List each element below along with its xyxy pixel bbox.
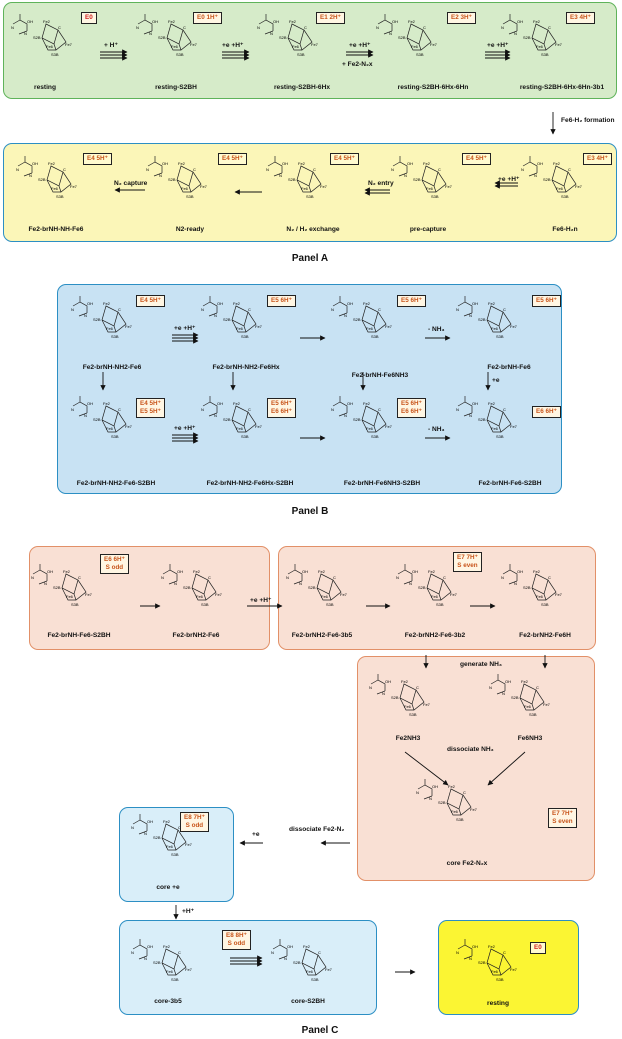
badge-a1: E0 xyxy=(81,12,97,24)
badge-c4: E7 7H⁺S even xyxy=(453,552,482,572)
badge-a3: E1 2H⁺ xyxy=(316,12,345,24)
badge-c1-line2: S odd xyxy=(105,564,124,571)
arrow-label-a9-8: N₂ entry xyxy=(368,180,394,187)
state-label-c6: Fe2NH3 xyxy=(395,735,421,742)
badge-c9: E8 7H⁺S odd xyxy=(180,812,209,832)
badge-c8: E7 7H⁺S even xyxy=(548,808,577,828)
panel-c-title: Panel C xyxy=(301,1025,339,1036)
arrow-label-b56: +e +H⁺ xyxy=(174,425,196,432)
badge-b5-line1: E4 5H⁺ xyxy=(140,400,161,407)
state-label-c12: resting xyxy=(487,1000,509,1007)
badge-b6-line1: E5 6H⁺ xyxy=(271,400,292,407)
state-label-b4: Fe2-brNH-Fe6 xyxy=(487,364,531,371)
panel-b-box xyxy=(57,284,562,494)
badge-b7: E5 6H⁺E6 6H⁺ xyxy=(397,398,426,418)
badge-a5: E3 4H⁺ xyxy=(566,12,595,24)
state-label-a5: resting-S2BH-6Hx-6Hn-3b1 xyxy=(519,84,605,91)
state-label-a4: resting-S2BH-6Hx-6Hn xyxy=(397,84,469,91)
arrow-label-c-dissociate-nh3: dissociate NH₃ xyxy=(447,746,494,753)
badge-b7-line2: E6 6H⁺ xyxy=(401,408,422,415)
state-label-b5: Fe2-brNH-NH2-Fe6-S2BH xyxy=(76,480,156,487)
badge-b3: E5 6H⁺ xyxy=(397,295,426,307)
state-label-a10: Fe6-H₂n xyxy=(552,226,578,233)
state-label-b8: Fe2-brNH-Fe6-S2BH xyxy=(478,480,542,487)
arrow-label-a34-bottom: + Fe2-N₂x xyxy=(342,61,373,68)
badge-b7-line1: E5 6H⁺ xyxy=(401,400,422,407)
arrow-label-a7-6: N₂ capture xyxy=(114,180,148,187)
badge-c8-line1: E7 7H⁺ xyxy=(552,810,573,817)
state-label-c5: Fe2-brNH2-Fe6H xyxy=(519,632,571,639)
state-label-a6: Fe2-brNH-NH-Fe6 xyxy=(28,226,84,233)
state-label-c2: Fe2-brNH2-Fe6 xyxy=(172,632,220,639)
badge-a8: E4 5H⁺ xyxy=(330,153,359,165)
badge-c4-line2: S even xyxy=(457,562,478,569)
arrow-label-a12: + H⁺ xyxy=(104,42,118,49)
badge-a2: E0 1H⁺ xyxy=(193,12,222,24)
state-label-b7: Fe2-brNH-Fe6NH3-S2BH xyxy=(343,480,421,487)
badge-c10-line1: E8 8H⁺ xyxy=(226,932,247,939)
badge-a9: E4 5H⁺ xyxy=(462,153,491,165)
state-label-c1: Fe2-brNH-Fe6-S2BH xyxy=(47,632,111,639)
state-label-b2: Fe2-brNH-NH2-Fe6Hx xyxy=(212,364,280,371)
state-label-a8: N₂ / H₂ exchange xyxy=(286,226,340,233)
arrow-label-a45: +e +H⁺ xyxy=(487,42,509,49)
badge-c12: E0 xyxy=(530,942,546,954)
arrow-label-c-e: +e xyxy=(252,831,260,838)
state-label-a9: pre-capture xyxy=(409,226,447,233)
badge-b1: E4 5H⁺ xyxy=(136,295,165,307)
badge-b2: E5 6H⁺ xyxy=(267,295,296,307)
arrow-label-b12: +e +H⁺ xyxy=(174,325,196,332)
state-label-c11: core-S2BH xyxy=(291,998,325,1005)
badge-c4-line1: E7 7H⁺ xyxy=(457,554,478,561)
arrow-label-b78: - NH₃ xyxy=(428,426,445,433)
arrow-label-c23: +e +H⁺ xyxy=(250,597,272,604)
arrow-label-b48: +e xyxy=(492,377,500,384)
arrow-label-a23: +e +H⁺ xyxy=(222,42,244,49)
badge-c9-line2: S odd xyxy=(185,822,204,829)
state-label-c3: Fe2-brNH2-Fe6-3b5 xyxy=(291,632,353,639)
arrow-label-c-h: +H⁺ xyxy=(182,908,195,915)
state-label-a2: resting-S2BH xyxy=(155,84,197,91)
badge-c1: E6 6H⁺S odd xyxy=(100,554,129,574)
state-label-a7: N2-ready xyxy=(175,226,205,233)
badge-b5-line2: E5 5H⁺ xyxy=(140,408,161,415)
state-label-c7: Fe6NH3 xyxy=(517,735,543,742)
badge-c9-line1: E8 7H⁺ xyxy=(184,814,205,821)
panel-b-title: Panel B xyxy=(291,506,329,517)
badge-a6: E4 5H⁺ xyxy=(83,153,112,165)
panel-a-title: Panel A xyxy=(291,253,329,264)
state-label-c9: core +e xyxy=(156,884,180,891)
badge-c10-line2: S odd xyxy=(227,940,246,947)
badge-c8-line2: S even xyxy=(552,818,573,825)
state-label-c10: core-3b5 xyxy=(154,998,182,1005)
state-label-c4: Fe2-brNH2-Fe6-3b2 xyxy=(404,632,466,639)
badge-c1-line1: E6 6H⁺ xyxy=(104,556,125,563)
state-label-b3: Fe2-brNH-Fe6NH3 xyxy=(351,372,409,379)
badge-a10: E3 4H⁺ xyxy=(583,153,612,165)
badge-a7: E4 5H⁺ xyxy=(218,153,247,165)
arrow-label-a34-top: +e +H⁺ xyxy=(349,42,371,49)
badge-b4: E5 6H⁺ xyxy=(532,295,561,307)
state-label-b1: Fe2-brNH-NH2-Fe6 xyxy=(82,364,142,371)
panel-c-nh3-box xyxy=(357,656,595,881)
state-label-a3: resting-S2BH-6Hx xyxy=(273,84,331,91)
badge-b6: E5 6H⁺E6 6H⁺ xyxy=(267,398,296,418)
badge-a4: E2 3H⁺ xyxy=(447,12,476,24)
arrow-label-c-generate: generate NH₃ xyxy=(460,661,502,668)
arrow-label-b34: - NH₃ xyxy=(428,326,445,333)
badge-b8: E6 6H⁺ xyxy=(532,406,561,418)
arrow-label-c-dissociate-fe2: dissociate Fe2-N₂ xyxy=(289,826,345,833)
state-label-c8: core Fe2-N₂x xyxy=(446,860,488,867)
state-label-a1: resting xyxy=(34,84,56,91)
state-label-b6: Fe2-brNH-NH2-Fe6Hx-S2BH xyxy=(206,480,294,487)
badge-b6-line2: E6 6H⁺ xyxy=(271,408,292,415)
badge-b5: E4 5H⁺E5 5H⁺ xyxy=(136,398,165,418)
badge-c10: E8 8H⁺S odd xyxy=(222,930,251,950)
arrow-label-a10-9: +e +H⁺ xyxy=(498,176,520,183)
arrow-label-a-down: Fe6-H₂ formation xyxy=(561,117,615,124)
